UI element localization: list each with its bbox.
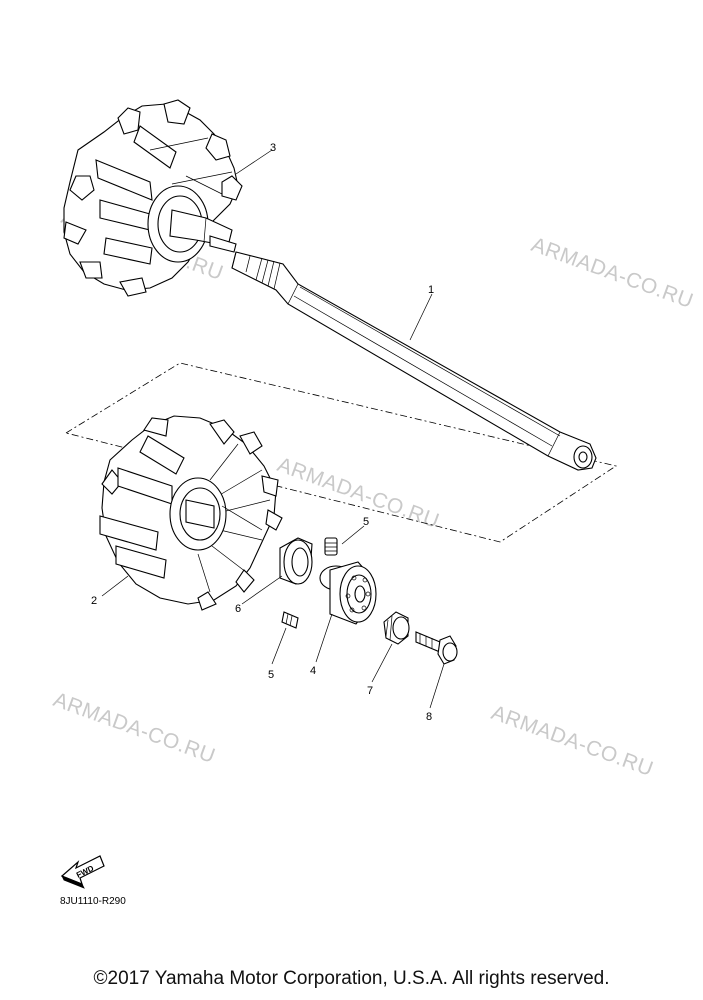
callout-3: 3 [270,142,276,154]
watermark-top-right: ARMADA-CO.RU [528,233,696,313]
leader-lines [101,149,445,709]
callout-5-upper: 5 [363,516,369,528]
collar [279,537,313,585]
sprocket-lower [99,415,283,611]
callout-6: 6 [235,603,241,615]
bolt [415,631,458,665]
drive-shaft [231,251,597,471]
callout-8: 8 [426,711,432,723]
fwd-label: FWD [75,864,96,880]
spacer [383,611,410,645]
diagram-code: 8JU1110-R290 [60,896,126,907]
copyright-notice: ©2017 Yamaha Motor Corporation, U.S.A. A… [93,968,610,989]
callout-4: 4 [310,665,316,677]
fwd-arrow-icon: FWD [60,855,105,889]
callouts: 1 2 3 4 5 5 6 7 8 [91,142,434,723]
watermark-bottom-right: ARMADA-CO.RU [488,701,656,781]
callout-2: 2 [91,595,97,607]
watermark-bottom-left: ARMADA-CO.RU [50,688,218,768]
set-screw-lower [281,611,299,629]
set-screw-upper [324,537,338,556]
callout-5-lower: 5 [268,669,274,681]
callout-1: 1 [428,284,434,296]
assembly-outline [64,362,617,543]
bearing [319,561,377,625]
sprocket-upper [63,99,243,297]
callout-7: 7 [367,685,373,697]
